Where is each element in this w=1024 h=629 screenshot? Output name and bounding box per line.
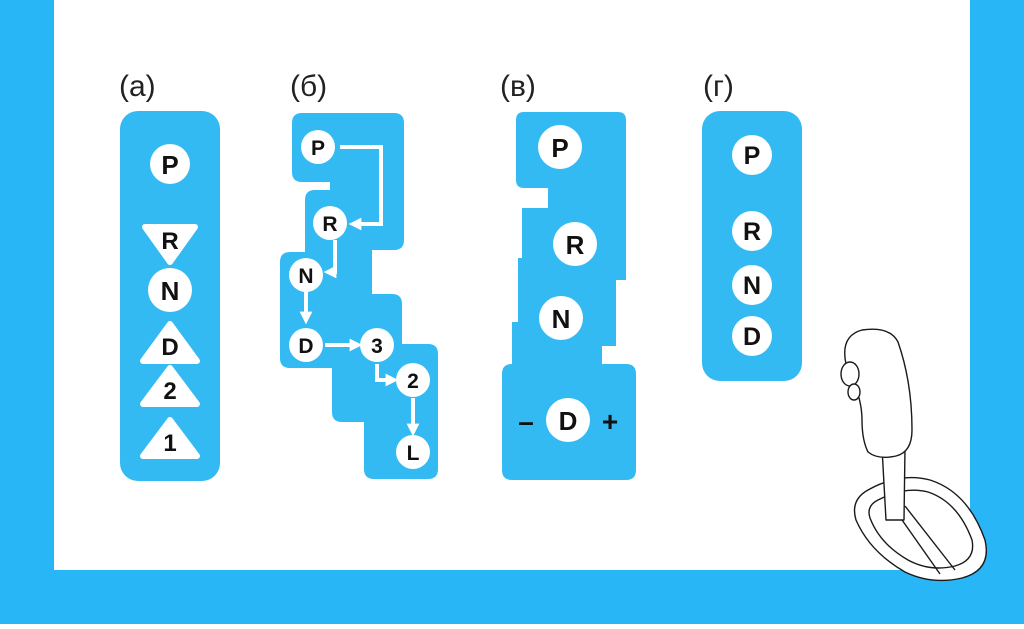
position-1-label: 1 xyxy=(163,430,176,457)
minus-sign: – xyxy=(518,406,534,437)
position-d-label: D xyxy=(559,406,578,436)
position-2: 2 xyxy=(140,365,200,407)
panel-c: P R N D – + xyxy=(502,112,636,480)
panel-a: P R N D 2 1 xyxy=(120,111,220,481)
panel-d: P R N D xyxy=(702,111,802,381)
position-d: D xyxy=(140,321,200,364)
position-p: P xyxy=(150,144,190,184)
position-n-label: N xyxy=(298,265,313,288)
position-l: L xyxy=(396,435,430,469)
position-d: D xyxy=(732,316,772,356)
position-p-label: P xyxy=(744,142,761,170)
position-d-label: D xyxy=(161,334,178,361)
position-l-label: L xyxy=(407,442,420,465)
position-r-label: R xyxy=(161,228,178,255)
position-d: D xyxy=(289,328,323,362)
position-p: P xyxy=(732,135,772,175)
position-3-label: 3 xyxy=(371,335,383,358)
position-r: R xyxy=(732,211,772,251)
position-r-label: R xyxy=(743,218,761,246)
position-2-label: 2 xyxy=(163,378,176,405)
position-r-label: R xyxy=(322,213,337,236)
position-d: D xyxy=(546,398,590,442)
label-d: (г) xyxy=(703,70,734,103)
position-2-label: 2 xyxy=(407,370,419,393)
shift-path-arrows xyxy=(299,145,420,437)
label-c: (в) xyxy=(500,70,536,103)
position-n-label: N xyxy=(552,304,571,334)
plus-sign: + xyxy=(602,406,618,437)
position-d-label: D xyxy=(743,323,761,351)
position-n: N xyxy=(148,268,192,312)
panel-b: P R N D 3 2 L xyxy=(280,113,438,479)
position-2: 2 xyxy=(396,363,430,397)
position-p-label: P xyxy=(161,150,178,180)
position-p: P xyxy=(301,130,335,164)
position-n: N xyxy=(539,296,583,340)
gear-shifter-icon xyxy=(840,328,987,582)
position-r: R xyxy=(142,224,198,265)
position-p: P xyxy=(538,125,582,169)
label-a: (а) xyxy=(119,70,156,103)
arrow-icon xyxy=(375,364,399,387)
position-d-label: D xyxy=(298,335,313,358)
label-b: (б) xyxy=(290,70,328,103)
position-1: 1 xyxy=(140,417,200,459)
position-p-label: P xyxy=(551,133,568,163)
position-r-label: R xyxy=(566,230,585,260)
position-n-label: N xyxy=(743,272,761,300)
arrow-icon xyxy=(323,240,337,279)
position-3: 3 xyxy=(360,328,394,362)
position-r: R xyxy=(553,222,597,266)
position-r: R xyxy=(313,206,347,240)
position-p-label: P xyxy=(311,137,325,160)
position-n-label: N xyxy=(161,276,180,306)
position-n: N xyxy=(732,265,772,305)
panel-c-plate xyxy=(502,112,636,480)
arrow-icon xyxy=(340,145,383,231)
position-n: N xyxy=(289,258,323,292)
